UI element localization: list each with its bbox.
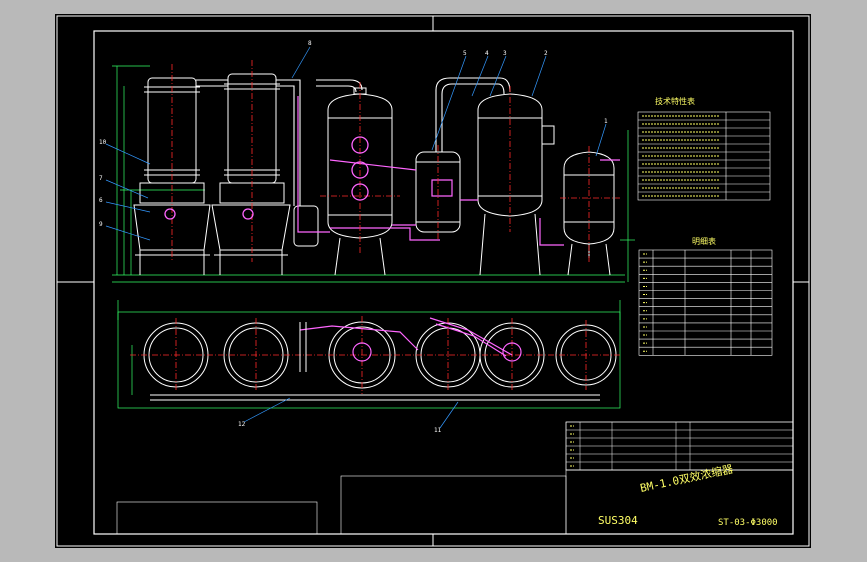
small-condenser [293,205,319,247]
callout-9: 9 [99,221,103,228]
parts-table: 明细表 [638,236,773,356]
callout-10: 10 [99,139,107,146]
callout-2: 2 [544,50,548,57]
plan-pipes [299,317,522,362]
plan-view: 12 11 [117,300,622,434]
callout-7: 7 [99,175,103,182]
title-block-grid [565,421,794,471]
material-label: SUS304 [598,514,638,527]
tech-table: 技术特性表 [637,96,771,201]
plan-top-pipes [150,322,600,401]
callout-4: 4 [485,50,489,57]
plan-leader-lines [243,397,459,429]
callout-11: 11 [434,427,442,434]
drawing-number: ST-03-Φ3000 [718,518,778,528]
sight-glasses [164,136,369,220]
top-piping [196,77,511,206]
parts-table-grid [638,249,773,356]
callout-6: 6 [99,197,103,204]
tech-table-grid [637,111,771,201]
drawing-area [55,14,811,548]
elevation-centerlines [171,60,620,262]
elevation-view: 8 5 4 3 2 1 10 7 6 9 [99,40,635,283]
parts-table-title: 明细表 [692,236,716,246]
tech-table-title: 技术特性表 [655,96,695,106]
callout-12: 12 [238,421,246,428]
callout-1: 1 [604,118,608,125]
elevation-callouts: 8 5 4 3 2 1 10 7 6 9 [99,40,608,228]
callout-8: 8 [308,40,312,47]
plan-dimensions [117,300,621,409]
receiver-tank [563,151,615,276]
callout-3: 3 [503,50,507,57]
leader-lines [105,46,607,241]
centering-marks [57,16,809,546]
process-pipes [297,96,620,246]
callout-5: 5 [463,50,467,57]
